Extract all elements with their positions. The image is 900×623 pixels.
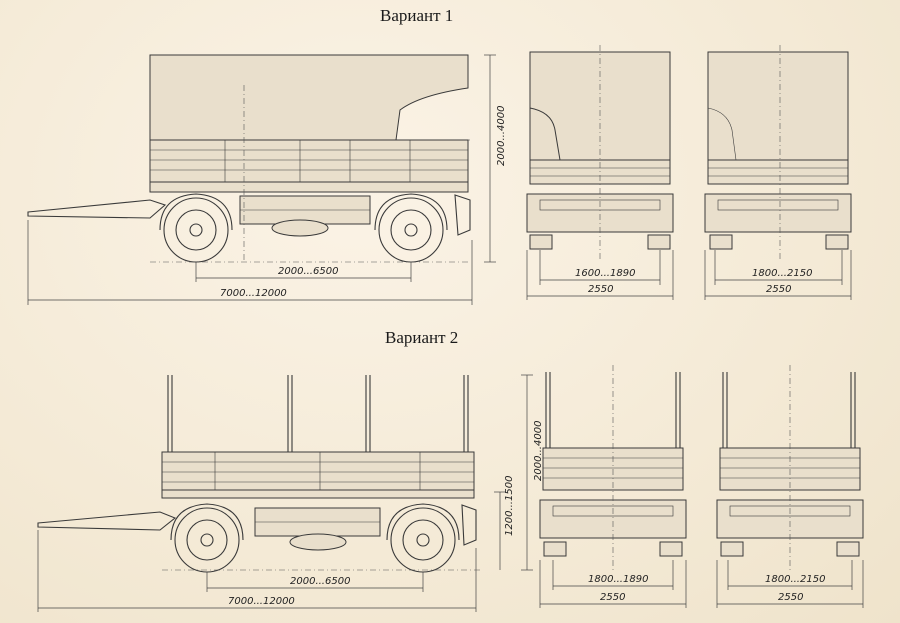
v1-wheelbase-dim: 2000...6500 bbox=[278, 266, 338, 277]
v2-wheelbase-dim: 2000...6500 bbox=[290, 576, 350, 587]
v2-height-dim: 2000...4000 bbox=[533, 421, 544, 481]
v2-side-view bbox=[37, 374, 533, 612]
v1-front-width-dim: 2550 bbox=[588, 284, 613, 295]
v1-front-track-dim: 1600...1890 bbox=[575, 268, 635, 279]
variant-1-title: Вариант 1 bbox=[380, 6, 454, 25]
variant-2-title: Вариант 2 bbox=[385, 328, 459, 347]
v2-platform-height-dim: 1200...1500 bbox=[504, 476, 515, 536]
v1-rear-width-dim: 2550 bbox=[766, 284, 791, 295]
v1-height-dim: 2000...4000 bbox=[496, 106, 507, 166]
v2-length-dim: 7000...12000 bbox=[228, 596, 295, 607]
v2-rear-width-dim: 2550 bbox=[778, 592, 803, 603]
v2-rear-view bbox=[716, 365, 864, 608]
v2-front-track-dim: 1800...1890 bbox=[588, 574, 648, 585]
v2-front-width-dim: 2550 bbox=[600, 592, 625, 603]
v1-rear-track-dim: 1800...2150 bbox=[752, 268, 812, 279]
v2-front-view bbox=[539, 365, 687, 608]
v1-rear-view bbox=[704, 45, 852, 300]
v1-side-view bbox=[27, 54, 496, 305]
v1-front-view bbox=[526, 45, 674, 300]
v1-length-dim: 7000...12000 bbox=[220, 288, 287, 299]
v2-rear-track-dim: 1800...2150 bbox=[765, 574, 825, 585]
